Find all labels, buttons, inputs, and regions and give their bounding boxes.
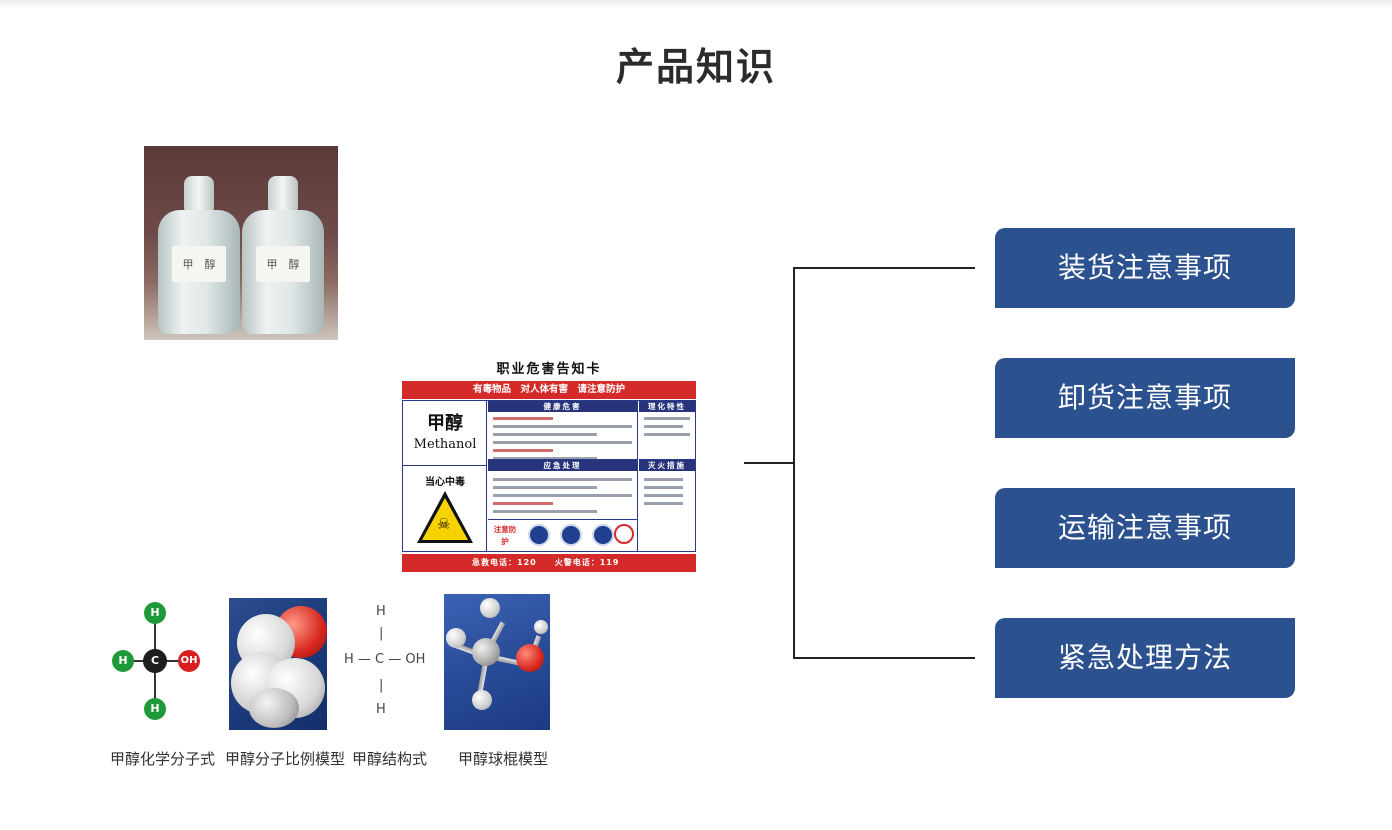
fire-fighting-heading: 灭火措施 — [639, 460, 695, 471]
caption-chemical-formula: 甲醇化学分子式 — [110, 750, 216, 768]
protection-label: 注意防护 — [493, 525, 517, 546]
caption-structural-formula: 甲醇结构式 — [352, 750, 428, 768]
hazard-notice-card: 职业危害告知卡 有毒物品 对人体有害 请注意防护 甲醇 Methanol 当心中… — [402, 354, 696, 574]
hazard-card-right: 理化特性 灭火措施 — [639, 401, 695, 551]
caption-ball-stick-model: 甲醇球棍模型 — [458, 750, 549, 768]
methanol-bottles-photo: 甲 醇 甲 醇 — [144, 146, 338, 340]
physical-properties-heading: 理化特性 — [639, 401, 695, 412]
bottle-label-right: 甲 醇 — [256, 246, 310, 282]
structural-formula: H | H — C — OH | H — [342, 604, 432, 724]
carbon-atom: C — [143, 649, 167, 673]
bottle-label-left: 甲 醇 — [172, 246, 226, 282]
no-fire-icon — [614, 524, 634, 544]
page-title: 产品知识 — [615, 45, 776, 89]
health-hazard-heading: 健康危害 — [488, 401, 637, 412]
hydrogen-atom-bottom: H — [144, 698, 166, 720]
bottle-right: 甲 醇 — [242, 176, 324, 334]
struct-bond-bottom: | — [379, 678, 384, 693]
poison-warning-label: 当心中毒 — [425, 477, 465, 488]
hazard-card-grid: 甲醇 Methanol 当心中毒 ☠ 健康危害 应急处理 理化特性 灭火措施 — [402, 400, 696, 552]
hazard-card-banner: 有毒物品 对人体有害 请注意防护 — [402, 381, 696, 399]
chemical-name-en: Methanol — [413, 437, 477, 452]
chemical-name-cn: 甲醇 — [427, 413, 463, 434]
protective-suit-icon — [528, 524, 550, 546]
caption-space-filling-model: 甲醇分子比例模型 — [225, 750, 346, 768]
emergency-heading: 应急处理 — [488, 460, 637, 471]
hazard-card-header: 职业危害告知卡 — [496, 362, 602, 377]
gas-mask-icon — [592, 524, 614, 546]
bottle-left: 甲 醇 — [158, 176, 240, 334]
struct-middle: H — C — OH — [344, 652, 426, 667]
top-divider — [0, 0, 1392, 8]
hydroxyl-group: OH — [178, 650, 200, 672]
emergency-handling-button[interactable]: 紧急处理方法 — [995, 618, 1295, 698]
hazard-card-left: 甲醇 Methanol 当心中毒 ☠ — [403, 401, 487, 551]
loading-precautions-button[interactable]: 装货注意事项 — [995, 228, 1295, 308]
struct-h-top: H — [376, 604, 386, 619]
struct-h-bottom: H — [376, 702, 386, 717]
hydrogen-atom-left: H — [112, 650, 134, 672]
protection-row: 注意防护 — [488, 519, 638, 551]
ball-and-stick-model-image — [444, 594, 550, 730]
hazard-card-footer: 急救电话：120 火警电话：119 — [402, 554, 696, 572]
unloading-precautions-button[interactable]: 卸货注意事项 — [995, 358, 1295, 438]
hydrogen-atom-top: H — [144, 602, 166, 624]
skull-icon: ☠ — [437, 515, 451, 533]
gloves-icon — [560, 524, 582, 546]
molecular-formula-diagram: H H C OH H — [108, 598, 208, 728]
space-filling-model-image — [229, 598, 327, 730]
hazard-card-middle: 健康危害 应急处理 — [488, 401, 638, 551]
struct-bond-top: | — [379, 626, 384, 641]
transport-precautions-button[interactable]: 运输注意事项 — [995, 488, 1295, 568]
